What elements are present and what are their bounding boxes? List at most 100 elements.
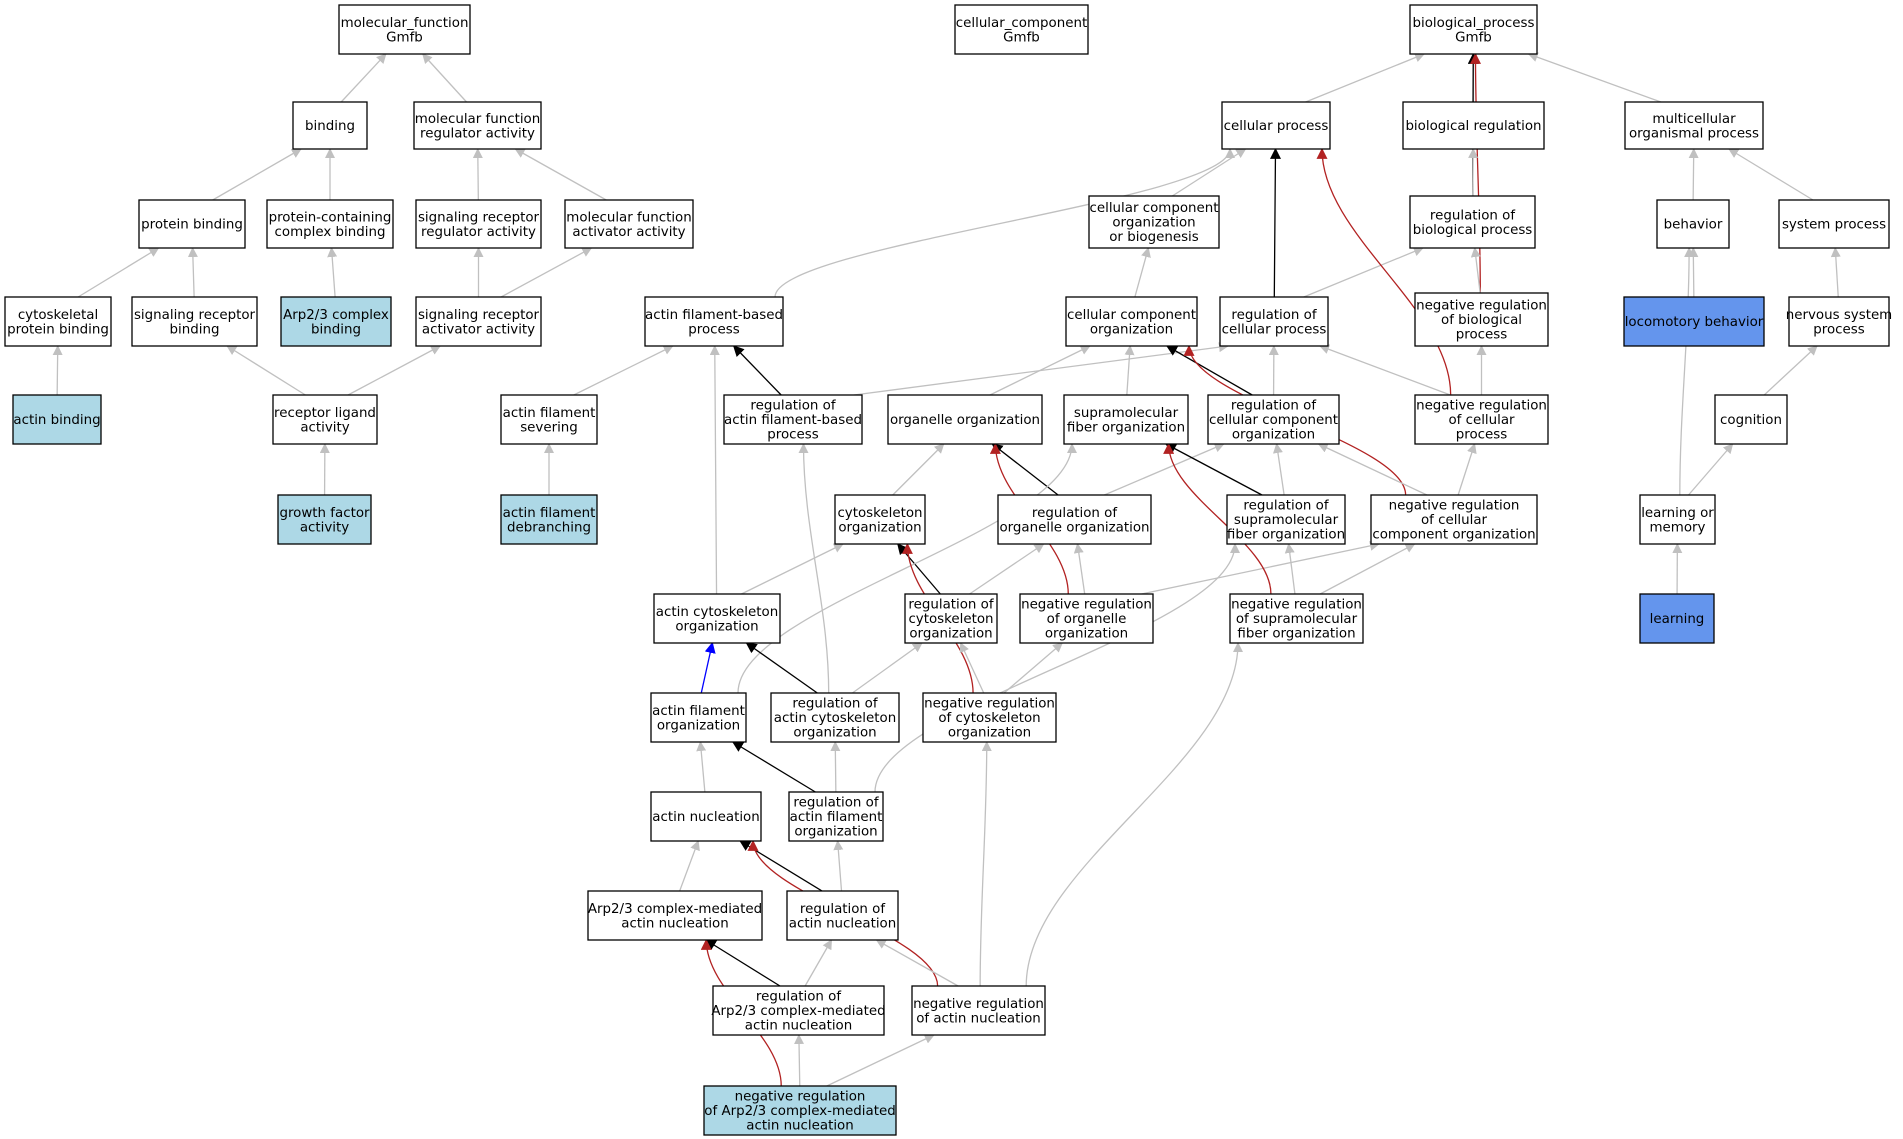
node-label: process	[688, 322, 739, 337]
node-box	[1088, 195, 1220, 249]
node-cellular-process[interactable]: cellular process	[1221, 101, 1331, 150]
node-box	[1409, 4, 1538, 55]
node-label: organization	[909, 627, 992, 642]
node-label: actin filament	[503, 506, 596, 521]
node-behavior[interactable]: behavior	[1656, 199, 1730, 249]
node-box	[1229, 593, 1364, 644]
node-box	[413, 101, 542, 150]
node-label: of cytoskeleton	[938, 711, 1040, 726]
node-label: multicellular	[1652, 112, 1736, 127]
node-actin-binding[interactable]: actin binding	[12, 394, 102, 445]
node-box	[4, 296, 112, 347]
edge-is-a	[514, 148, 607, 201]
node-label: regulator activity	[420, 126, 535, 141]
node-box	[922, 692, 1057, 743]
edge-is-a	[1830, 247, 1841, 298]
node-box	[277, 494, 372, 545]
node-box	[1219, 296, 1329, 347]
node-box	[911, 985, 1046, 1036]
edge-negatively-regulates	[1316, 147, 1452, 396]
edge-is-a	[1272, 443, 1285, 496]
node-label: supramolecular	[1074, 406, 1179, 421]
node-box	[500, 394, 598, 445]
node-box	[770, 692, 900, 743]
edge-regulates	[731, 741, 816, 793]
node-label: actin nucleation	[652, 810, 759, 825]
edge-is-a	[1679, 247, 1695, 496]
node-biological-regulation[interactable]: biological regulation	[1402, 101, 1545, 150]
edge-is-a	[969, 543, 1045, 595]
node-box	[712, 985, 885, 1036]
edge-is-a	[187, 247, 198, 298]
edge-layer	[52, 52, 1841, 1087]
node-protein-binding[interactable]: protein binding	[138, 199, 246, 249]
edge-is-a	[737, 443, 1077, 694]
edge-is-a	[1171, 148, 1247, 197]
node-system-process[interactable]: system process	[1778, 199, 1890, 249]
node-learning[interactable]: learning	[1639, 593, 1715, 644]
node-label: system process	[1782, 218, 1886, 233]
edge-is-a	[1134, 247, 1151, 298]
edge-is-a	[1303, 246, 1424, 298]
node-label: negative regulation	[1416, 299, 1547, 314]
node-locomotory-behavior[interactable]: locomotory behavior	[1623, 296, 1765, 347]
node-box	[564, 199, 694, 249]
edge-is-a	[1468, 148, 1479, 197]
edge-is-a	[959, 642, 985, 694]
node-actin-nucleation[interactable]: actin nucleation	[650, 791, 762, 842]
node-label: negative regulation	[1416, 399, 1547, 414]
node-label: regulation of	[1243, 499, 1328, 514]
node-binding[interactable]: binding	[292, 101, 368, 150]
node-label: Gmfb	[386, 30, 423, 45]
node-cognition[interactable]: cognition	[1714, 394, 1788, 445]
node-organelle-org[interactable]: organelle organization	[887, 394, 1043, 445]
node-box	[723, 394, 863, 445]
node-label: activity	[300, 520, 349, 535]
